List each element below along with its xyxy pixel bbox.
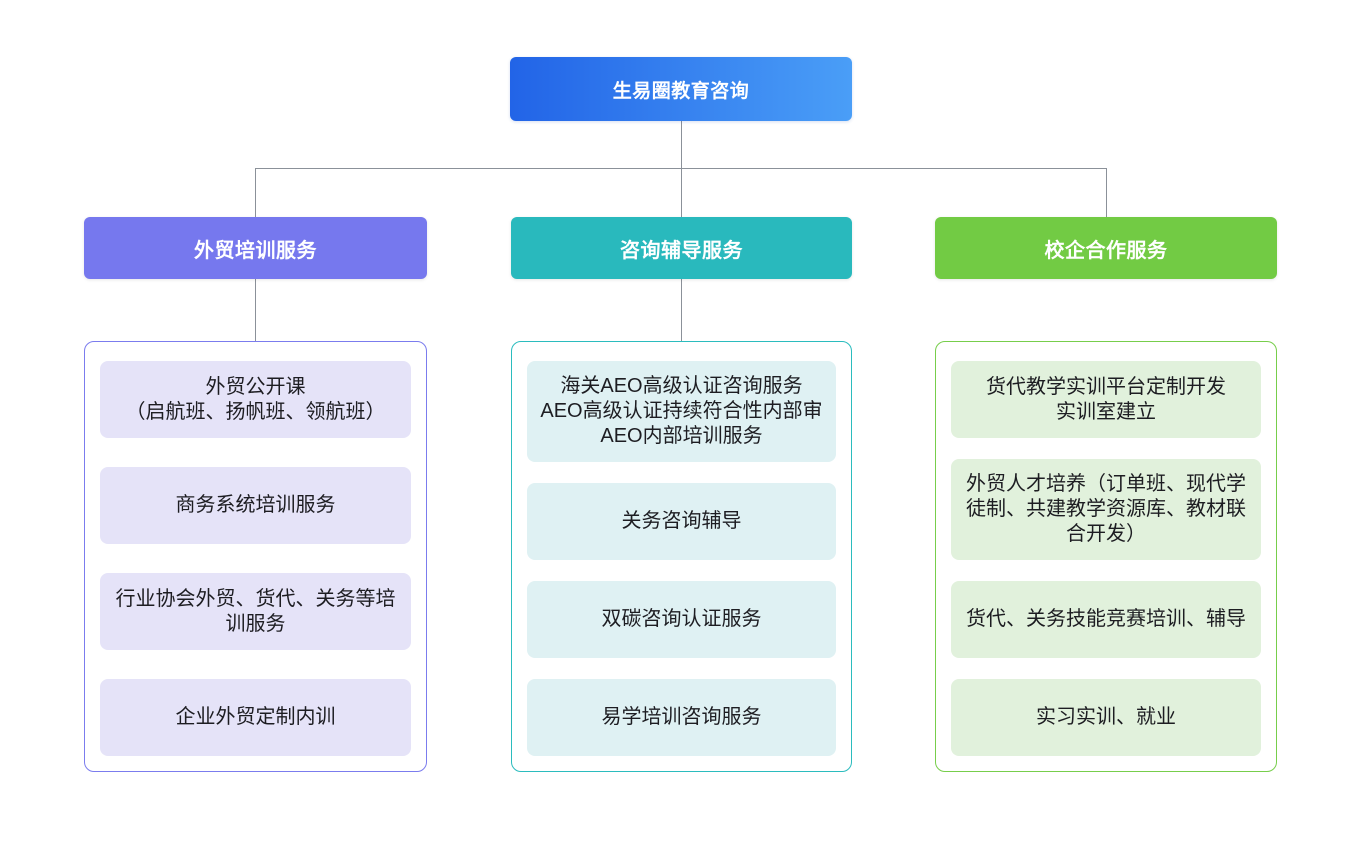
leaf-node: 关务咨询辅导 bbox=[527, 483, 836, 560]
leaf-node: 企业外贸定制内训 bbox=[100, 679, 411, 756]
connector-line-branch-2-group bbox=[681, 279, 682, 341]
branch-container-foreign-trade-training: 外贸公开课 （启航班、扬帆班、领航班） 商务系统培训服务 行业协会外贸、货代、关… bbox=[84, 341, 427, 772]
branch-container-school-enterprise: 货代教学实训平台定制开发 实训室建立 外贸人才培养（订单班、现代学徒制、共建教学… bbox=[935, 341, 1277, 772]
branch-container-consulting-coaching: 海关AEO高级认证咨询服务 AEO高级认证持续符合性内部审 AEO内部培训服务 … bbox=[511, 341, 852, 772]
leaf-node: 外贸人才培养（订单班、现代学徒制、共建教学资源库、教材联合开发） bbox=[951, 459, 1261, 560]
root-node: 生易圈教育咨询 bbox=[510, 57, 852, 121]
root-node-label: 生易圈教育咨询 bbox=[612, 80, 750, 102]
connector-line-branch-1-group bbox=[255, 279, 256, 341]
leaf-node: 实习实训、就业 bbox=[951, 679, 1261, 756]
branch-header-label: 校企合作服务 bbox=[1044, 239, 1168, 262]
connector-line-branch-1 bbox=[255, 168, 256, 217]
branch-header-consulting-coaching: 咨询辅导服务 bbox=[511, 217, 852, 279]
branch-header-foreign-trade-training: 外贸培训服务 bbox=[84, 217, 427, 279]
connector-line-branch-2 bbox=[681, 168, 682, 217]
leaf-node: 易学培训咨询服务 bbox=[527, 679, 836, 756]
leaf-node: 货代教学实训平台定制开发 实训室建立 bbox=[951, 361, 1261, 438]
leaf-node: 海关AEO高级认证咨询服务 AEO高级认证持续符合性内部审 AEO内部培训服务 bbox=[527, 361, 836, 462]
branch-header-label: 外贸培训服务 bbox=[194, 239, 317, 262]
leaf-node: 双碳咨询认证服务 bbox=[527, 581, 836, 658]
leaf-node: 货代、关务技能竞赛培训、辅导 bbox=[951, 581, 1261, 658]
branch-header-label: 咨询辅导服务 bbox=[620, 239, 743, 262]
connector-line-branch-3 bbox=[1106, 168, 1107, 217]
connector-line-root bbox=[681, 121, 682, 168]
leaf-node: 外贸公开课 （启航班、扬帆班、领航班） bbox=[100, 361, 411, 438]
leaf-node: 商务系统培训服务 bbox=[100, 467, 411, 544]
leaf-node: 行业协会外贸、货代、关务等培训服务 bbox=[100, 573, 411, 650]
branch-header-school-enterprise: 校企合作服务 bbox=[935, 217, 1277, 279]
